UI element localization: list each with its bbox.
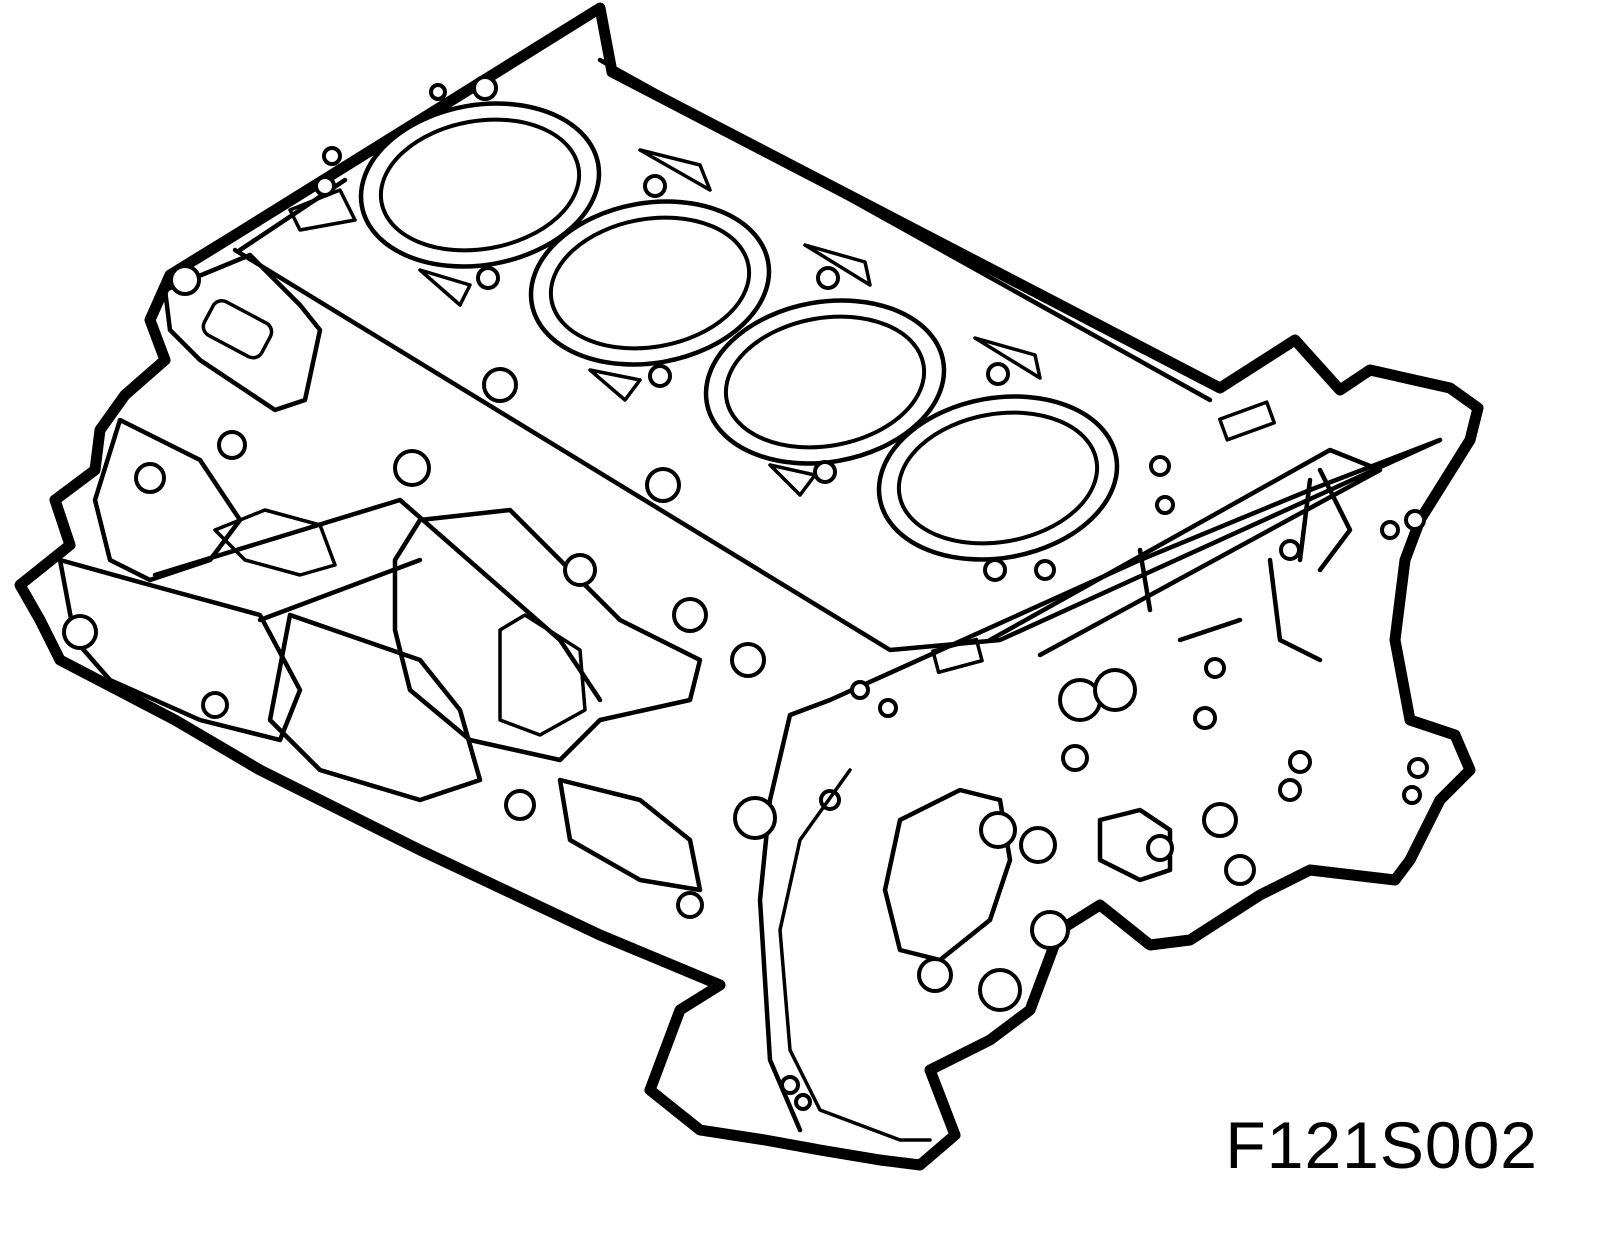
oil-pump-housing — [882, 787, 1013, 963]
deck-slot-8 — [1217, 400, 1277, 442]
bolt-hole-14 — [1380, 520, 1400, 540]
bolt-hole-1 — [169, 264, 201, 296]
deck-slot-6 — [803, 243, 872, 287]
bolt-hole-6 — [393, 449, 431, 487]
bearing-saddle — [392, 507, 703, 763]
bolt-hole-3 — [217, 430, 247, 460]
bolt-hole-11 — [1204, 657, 1226, 679]
bolt-hole-15 — [1404, 509, 1426, 531]
deck-passage-9 — [986, 362, 1010, 386]
oil-gallery-tube — [778, 768, 932, 1142]
bolt-hole-26 — [979, 811, 1017, 849]
deck-passage-6 — [816, 266, 840, 290]
bolt-hole-28 — [978, 968, 1022, 1012]
deck-passage-3 — [322, 146, 342, 166]
deck-passage-15 — [850, 680, 870, 700]
deck-passage-10 — [813, 460, 837, 484]
bolt-hole-23 — [645, 467, 681, 503]
bolt-hole-32 — [780, 1075, 800, 1095]
lower-skirt-left — [267, 612, 483, 803]
sensor-boss — [1097, 807, 1173, 883]
left-end-flange — [162, 252, 323, 413]
deck-slot-3 — [588, 368, 642, 402]
bolt-hole-10 — [1061, 744, 1089, 772]
bolt-hole-9 — [1093, 668, 1137, 712]
bolt-hole-7 — [482, 367, 518, 403]
bolt-hole-16 — [1288, 750, 1312, 774]
deck-slot-2 — [418, 268, 472, 307]
bolt-hole-30 — [1202, 802, 1238, 838]
deck-slot-4 — [768, 463, 817, 497]
bolt-hole-13 — [1279, 539, 1301, 561]
bolt-hole-19 — [1402, 785, 1422, 805]
bolt-hole-22 — [730, 642, 766, 678]
bolt-hole-2 — [134, 462, 166, 494]
deck-passage-16 — [878, 698, 898, 718]
block-silhouette — [14, 2, 1484, 1171]
bolt-hole-5 — [201, 691, 229, 719]
bolt-hole-29 — [917, 957, 953, 993]
deck-slot-5 — [638, 148, 712, 192]
cylinder-bore-1 — [358, 101, 602, 269]
left-web-cutout — [213, 508, 337, 577]
deck-passage-2 — [472, 75, 498, 101]
bolt-hole-25 — [676, 891, 704, 919]
deck-slot-9 — [931, 637, 984, 675]
deck-passage-5 — [643, 174, 667, 198]
cylinder-bore-2 — [528, 199, 772, 367]
figure-code-label: F121S002 — [1225, 1108, 1538, 1182]
left-end-slot — [201, 298, 274, 360]
bolt-hole-27 — [1019, 826, 1057, 864]
deck-slot-1 — [288, 188, 357, 232]
cylinder-bore-4 — [876, 394, 1120, 562]
deck-passage-7 — [476, 266, 500, 290]
bolt-hole-12 — [1193, 706, 1217, 730]
right-end-rail — [987, 447, 1383, 658]
sensor-port — [1146, 834, 1174, 862]
deck-passage-8 — [648, 364, 672, 388]
bolt-hole-33 — [794, 1093, 812, 1111]
front-boss-1 — [733, 796, 777, 840]
bolt-hole-31 — [1224, 854, 1256, 886]
bolt-hole-24 — [504, 789, 536, 821]
deck-slot-7 — [973, 336, 1042, 380]
deck-passage-13 — [1034, 559, 1056, 581]
bolt-hole-17 — [1278, 778, 1302, 802]
left-rib — [92, 417, 243, 583]
bolt-hole-4 — [62, 614, 98, 650]
bolt-hole-20 — [563, 553, 597, 587]
crank-web — [498, 613, 587, 737]
front-plug — [1030, 910, 1070, 950]
deck-passage-14 — [1155, 495, 1175, 515]
bolt-hole-21 — [672, 597, 708, 633]
deck-passage-12 — [983, 558, 1007, 582]
deck-edge-rear — [597, 57, 1213, 403]
right-end-lug — [1137, 547, 1323, 663]
lower-skirt-mid — [557, 777, 703, 893]
cylinder-bore-3 — [703, 298, 947, 466]
deck-passage-11 — [1149, 455, 1171, 477]
left-lower-web — [57, 557, 303, 743]
bolt-hole-18 — [1407, 757, 1429, 779]
deck-passage-1 — [429, 83, 447, 101]
